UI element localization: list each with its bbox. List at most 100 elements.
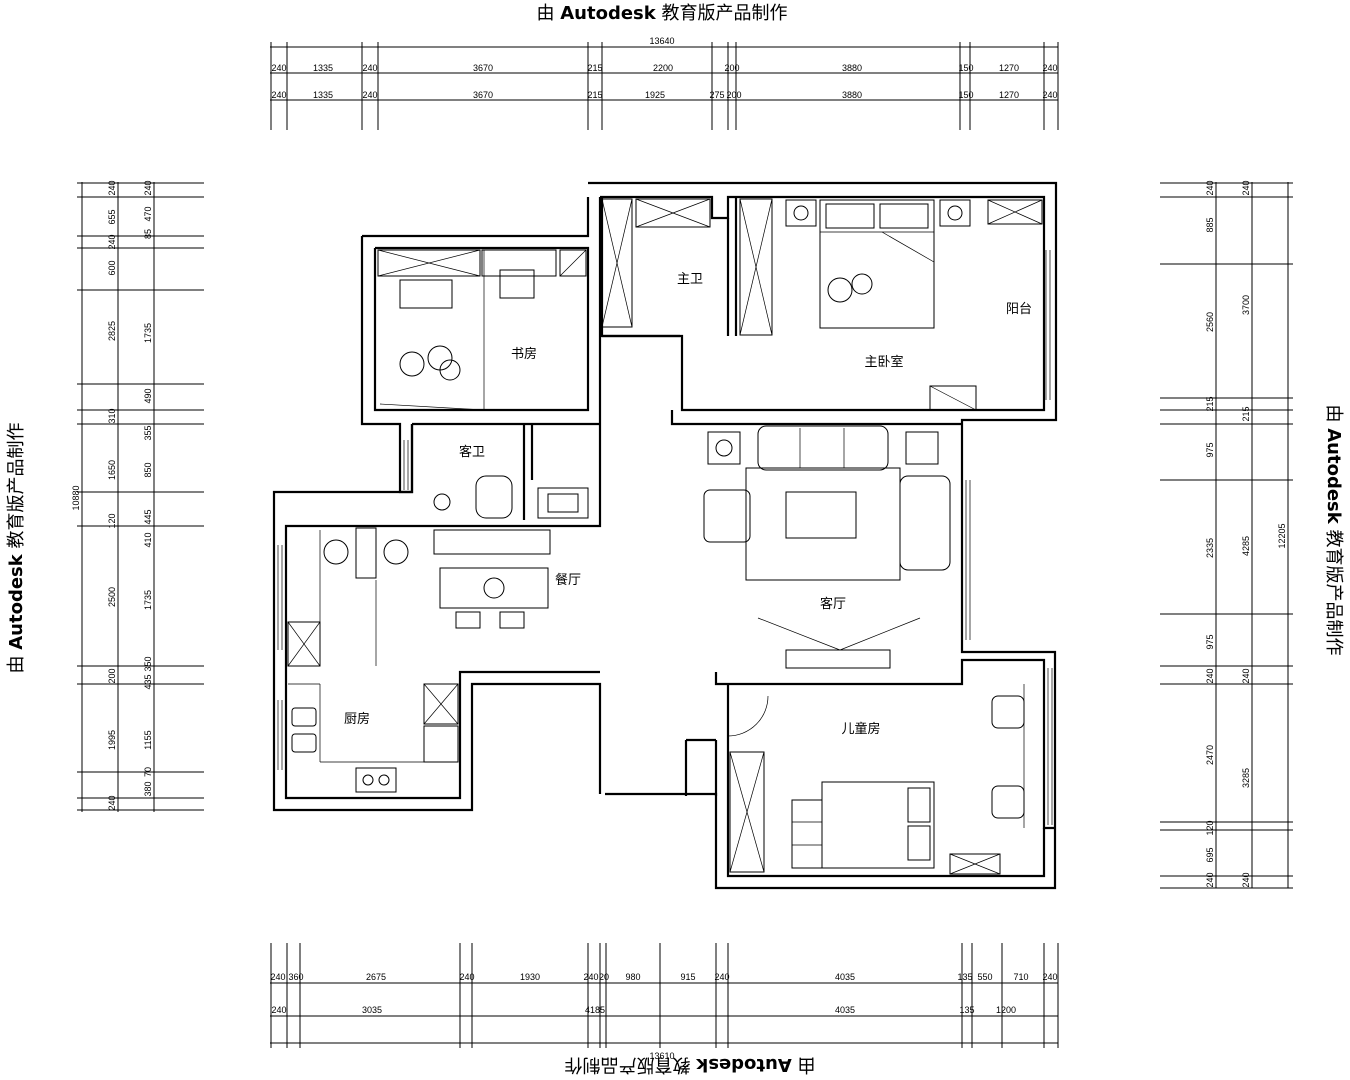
- room-label-kitchen: 厨房: [344, 711, 370, 727]
- dim-label: 240: [270, 972, 285, 982]
- dim-label: 240: [271, 90, 286, 100]
- dimension-ticks: [77, 42, 1293, 1048]
- dim-top-total: 13640: [649, 36, 674, 46]
- dim-label: 445: [143, 509, 153, 524]
- dim-label: 435: [143, 674, 153, 689]
- dim-label: 3035: [362, 1005, 382, 1015]
- dim-label: 240: [1042, 90, 1057, 100]
- watermark-right: 由 Autodesk 教育版产品制作: [1323, 405, 1344, 656]
- dim-label: 240: [1241, 668, 1251, 683]
- dim-label: 655: [107, 209, 117, 224]
- dim-label: 975: [1205, 634, 1215, 649]
- dim-label: 3700: [1241, 295, 1251, 315]
- dim-label: 2500: [107, 587, 117, 607]
- dim-label: 120: [1205, 820, 1215, 835]
- dim-label: 3670: [473, 63, 493, 73]
- dim-label: 2675: [366, 972, 386, 982]
- furniture: [287, 198, 1043, 875]
- dim-label: 240: [1042, 63, 1057, 73]
- dim-label: 1650: [107, 460, 117, 480]
- dim-label: 1335: [313, 63, 333, 73]
- room-label-kids-room: 儿童房: [841, 721, 880, 737]
- dim-label: 550: [977, 972, 992, 982]
- dim-label: 200: [107, 668, 117, 683]
- dim-label: 490: [143, 388, 153, 403]
- dim-label: 240: [1205, 872, 1215, 887]
- dim-label: 240: [1241, 180, 1251, 195]
- dim-label: 1735: [143, 590, 153, 610]
- svg-text:由 Autodesk 教育版产品制作: 由 Autodesk 教育版产品制作: [1323, 405, 1344, 656]
- dim-label: 215: [1205, 396, 1215, 411]
- dimension-lines: [81, 46, 1289, 1044]
- dim-label: 150: [958, 63, 973, 73]
- dim-label: 1335: [313, 90, 333, 100]
- dim-label: 980: [625, 972, 640, 982]
- svg-text:由 Autodesk 教育版产品制作: 由 Autodesk 教育版产品制作: [6, 423, 27, 674]
- dim-label: 240: [1205, 180, 1215, 195]
- watermark-top: 由 Autodesk 教育版产品制作: [537, 3, 788, 24]
- dim-label: 850: [143, 462, 153, 477]
- dim-label: 240: [271, 63, 286, 73]
- dim-label: 2470: [1205, 745, 1215, 765]
- dim-label: 310: [107, 408, 117, 423]
- dim-label: 1735: [143, 323, 153, 343]
- dim-label: 240: [143, 180, 153, 195]
- walls: [272, 181, 1058, 890]
- dim-label: 240: [107, 795, 117, 810]
- dim-right-outer: 240 885 2560 215 975 2335 975 240 2470 1…: [1205, 180, 1215, 887]
- dim-label: 2335: [1205, 538, 1215, 558]
- dim-label: 1925: [645, 90, 665, 100]
- dim-label: 470: [143, 206, 153, 221]
- dim-label: 215: [587, 63, 602, 73]
- dim-left-inner: 240 470 85 1735 490 355 850 410 445 1735…: [143, 180, 153, 796]
- dim-label: 4035: [835, 1005, 855, 1015]
- dim-label: 2560: [1205, 312, 1215, 332]
- dim-label: 4185: [585, 1005, 605, 1015]
- dim-label: 915: [680, 972, 695, 982]
- dim-label: 1270: [999, 63, 1019, 73]
- dim-label: 240: [271, 1005, 286, 1015]
- dim-label: 1930: [520, 972, 540, 982]
- dim-label: 380: [143, 781, 153, 796]
- dim-label: 240: [583, 972, 598, 982]
- dim-left-outer: 240 655 240 600 2825 310 1650 120 2500 2…: [107, 180, 117, 810]
- watermark-left: 由 Autodesk 教育版产品制作: [6, 423, 27, 674]
- dim-label: 240: [1241, 872, 1251, 887]
- dim-label: 3880: [842, 63, 862, 73]
- room-label-living: 客厅: [820, 596, 846, 612]
- dim-label: 200: [724, 63, 739, 73]
- dim-label: 240: [107, 180, 117, 195]
- dim-label: 215: [587, 90, 602, 100]
- dim-bottom-row1: 240 360 2675 240 1930 240 20 980 915 240…: [270, 972, 1057, 982]
- dim-label: 695: [1205, 847, 1215, 862]
- room-label-guest-bath: 客卫: [459, 444, 485, 460]
- room-label-dining: 餐厅: [555, 572, 581, 588]
- dim-label: 350: [143, 656, 153, 671]
- dim-label: 240: [714, 972, 729, 982]
- dim-label: 885: [1205, 217, 1215, 232]
- dim-label: 85: [143, 229, 153, 239]
- dim-label: 275: [709, 90, 724, 100]
- dim-label: 135: [959, 1005, 974, 1015]
- dim-label: 3880: [842, 90, 862, 100]
- dim-label: 20: [599, 972, 609, 982]
- dim-label: 1155: [143, 730, 153, 749]
- dim-label: 3670: [473, 90, 493, 100]
- dim-label: 975: [1205, 442, 1215, 457]
- dim-label: 150: [958, 90, 973, 100]
- room-labels: 主卫 阳台 主卧室 书房 客卫 餐厅 客厅 厨房 儿童房: [344, 272, 1032, 737]
- room-label-master-bedroom: 主卧室: [864, 354, 903, 370]
- dim-label: 2200: [653, 63, 673, 73]
- watermark-bottom: 由 Autodesk 教育版产品制作: [565, 1054, 816, 1075]
- dim-label: 240: [1205, 668, 1215, 683]
- dim-left-total: 10880: [71, 485, 81, 510]
- dim-label: 200: [726, 90, 741, 100]
- dim-top-row2: 240 1335 240 3670 215 1925 275 200 3880 …: [271, 90, 1057, 100]
- dim-label: 4035: [835, 972, 855, 982]
- dim-label: 240: [459, 972, 474, 982]
- dim-label: 240: [1042, 972, 1057, 982]
- dim-label: 600: [107, 260, 117, 275]
- svg-text:由 Autodesk 教育版产品制作: 由 Autodesk 教育版产品制作: [565, 1054, 816, 1075]
- dim-label: 4285: [1241, 536, 1251, 556]
